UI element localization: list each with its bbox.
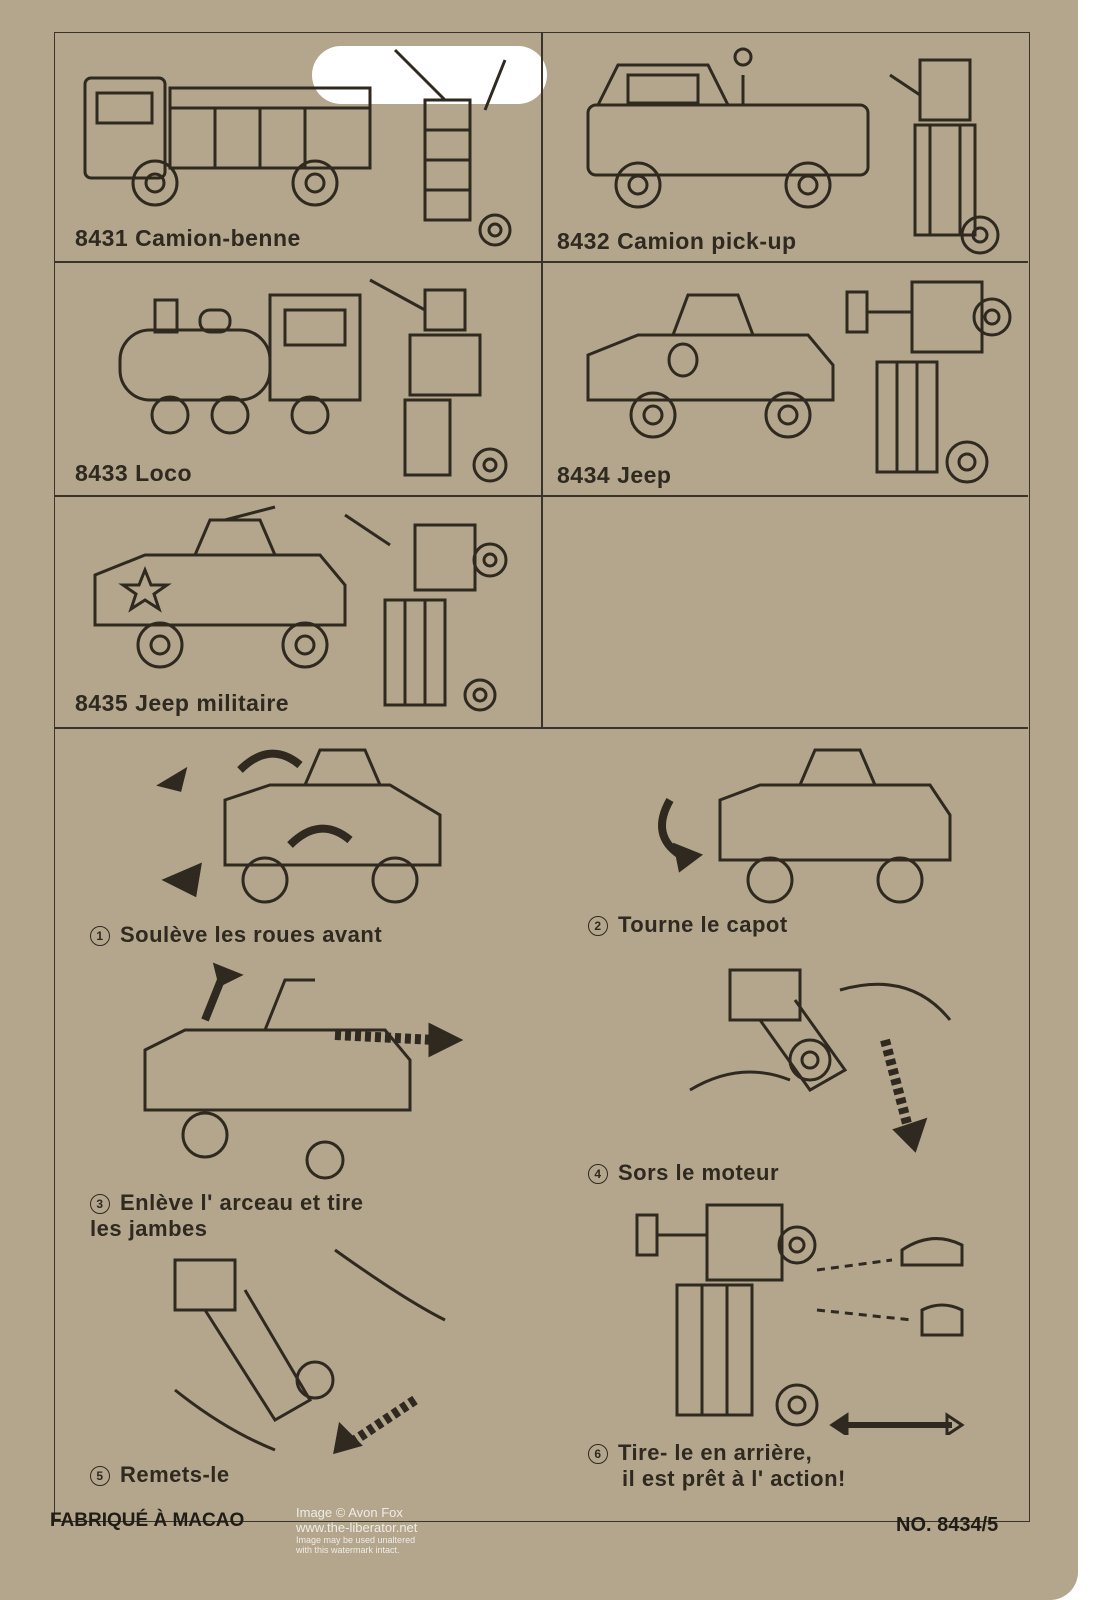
product-label-8433: 8433 Loco (75, 460, 193, 486)
hang-hole (312, 46, 547, 104)
item-number: NO. 8434/5 (896, 1514, 999, 1536)
product-label-8434: 8434 Jeep (557, 462, 672, 488)
step-6-label-line2: il est prêt à l' action! (622, 1466, 846, 1491)
step-3-illustration (135, 960, 465, 1180)
watermark-note-2: with this watermark intact. (296, 1545, 400, 1555)
watermark-url: www.the-liberator.net (296, 1520, 418, 1535)
product-label-8435: 8435 Jeep militaire (75, 690, 290, 716)
product-label-8431: 8431 Camion-benne (75, 225, 301, 251)
step-5-illustration (165, 1240, 455, 1460)
product-label-8432: 8432 Camion pick-up (557, 228, 797, 254)
military-jeep-icon (85, 505, 355, 680)
step-1-illustration (150, 740, 460, 915)
step-3-label-line2: les jambes (90, 1216, 208, 1241)
watermark-credit: Image © Avon Fox (296, 1505, 403, 1520)
robot-mode-icon (842, 272, 1017, 497)
dump-truck-icon (75, 48, 375, 208)
step-4-illustration (670, 960, 960, 1160)
robot-mode-icon (880, 45, 1015, 260)
robot-mode-icon (340, 505, 515, 715)
locomotive-icon (100, 280, 370, 440)
made-in-label: FABRIQUÉ À MACAO (50, 1510, 245, 1531)
jeep-icon (578, 285, 843, 450)
robot-mode-icon (365, 270, 520, 490)
step-2-illustration (650, 740, 960, 910)
product-grid (54, 32, 1030, 1522)
watermark-note-1: Image may be used unaltered (296, 1535, 416, 1545)
step-6-illustration (632, 1200, 972, 1435)
watermark: Image © Avon Fox www.the-liberator.net I… (296, 1505, 417, 1555)
robot-mode-icon (385, 40, 525, 250)
pickup-truck-icon (578, 45, 878, 210)
